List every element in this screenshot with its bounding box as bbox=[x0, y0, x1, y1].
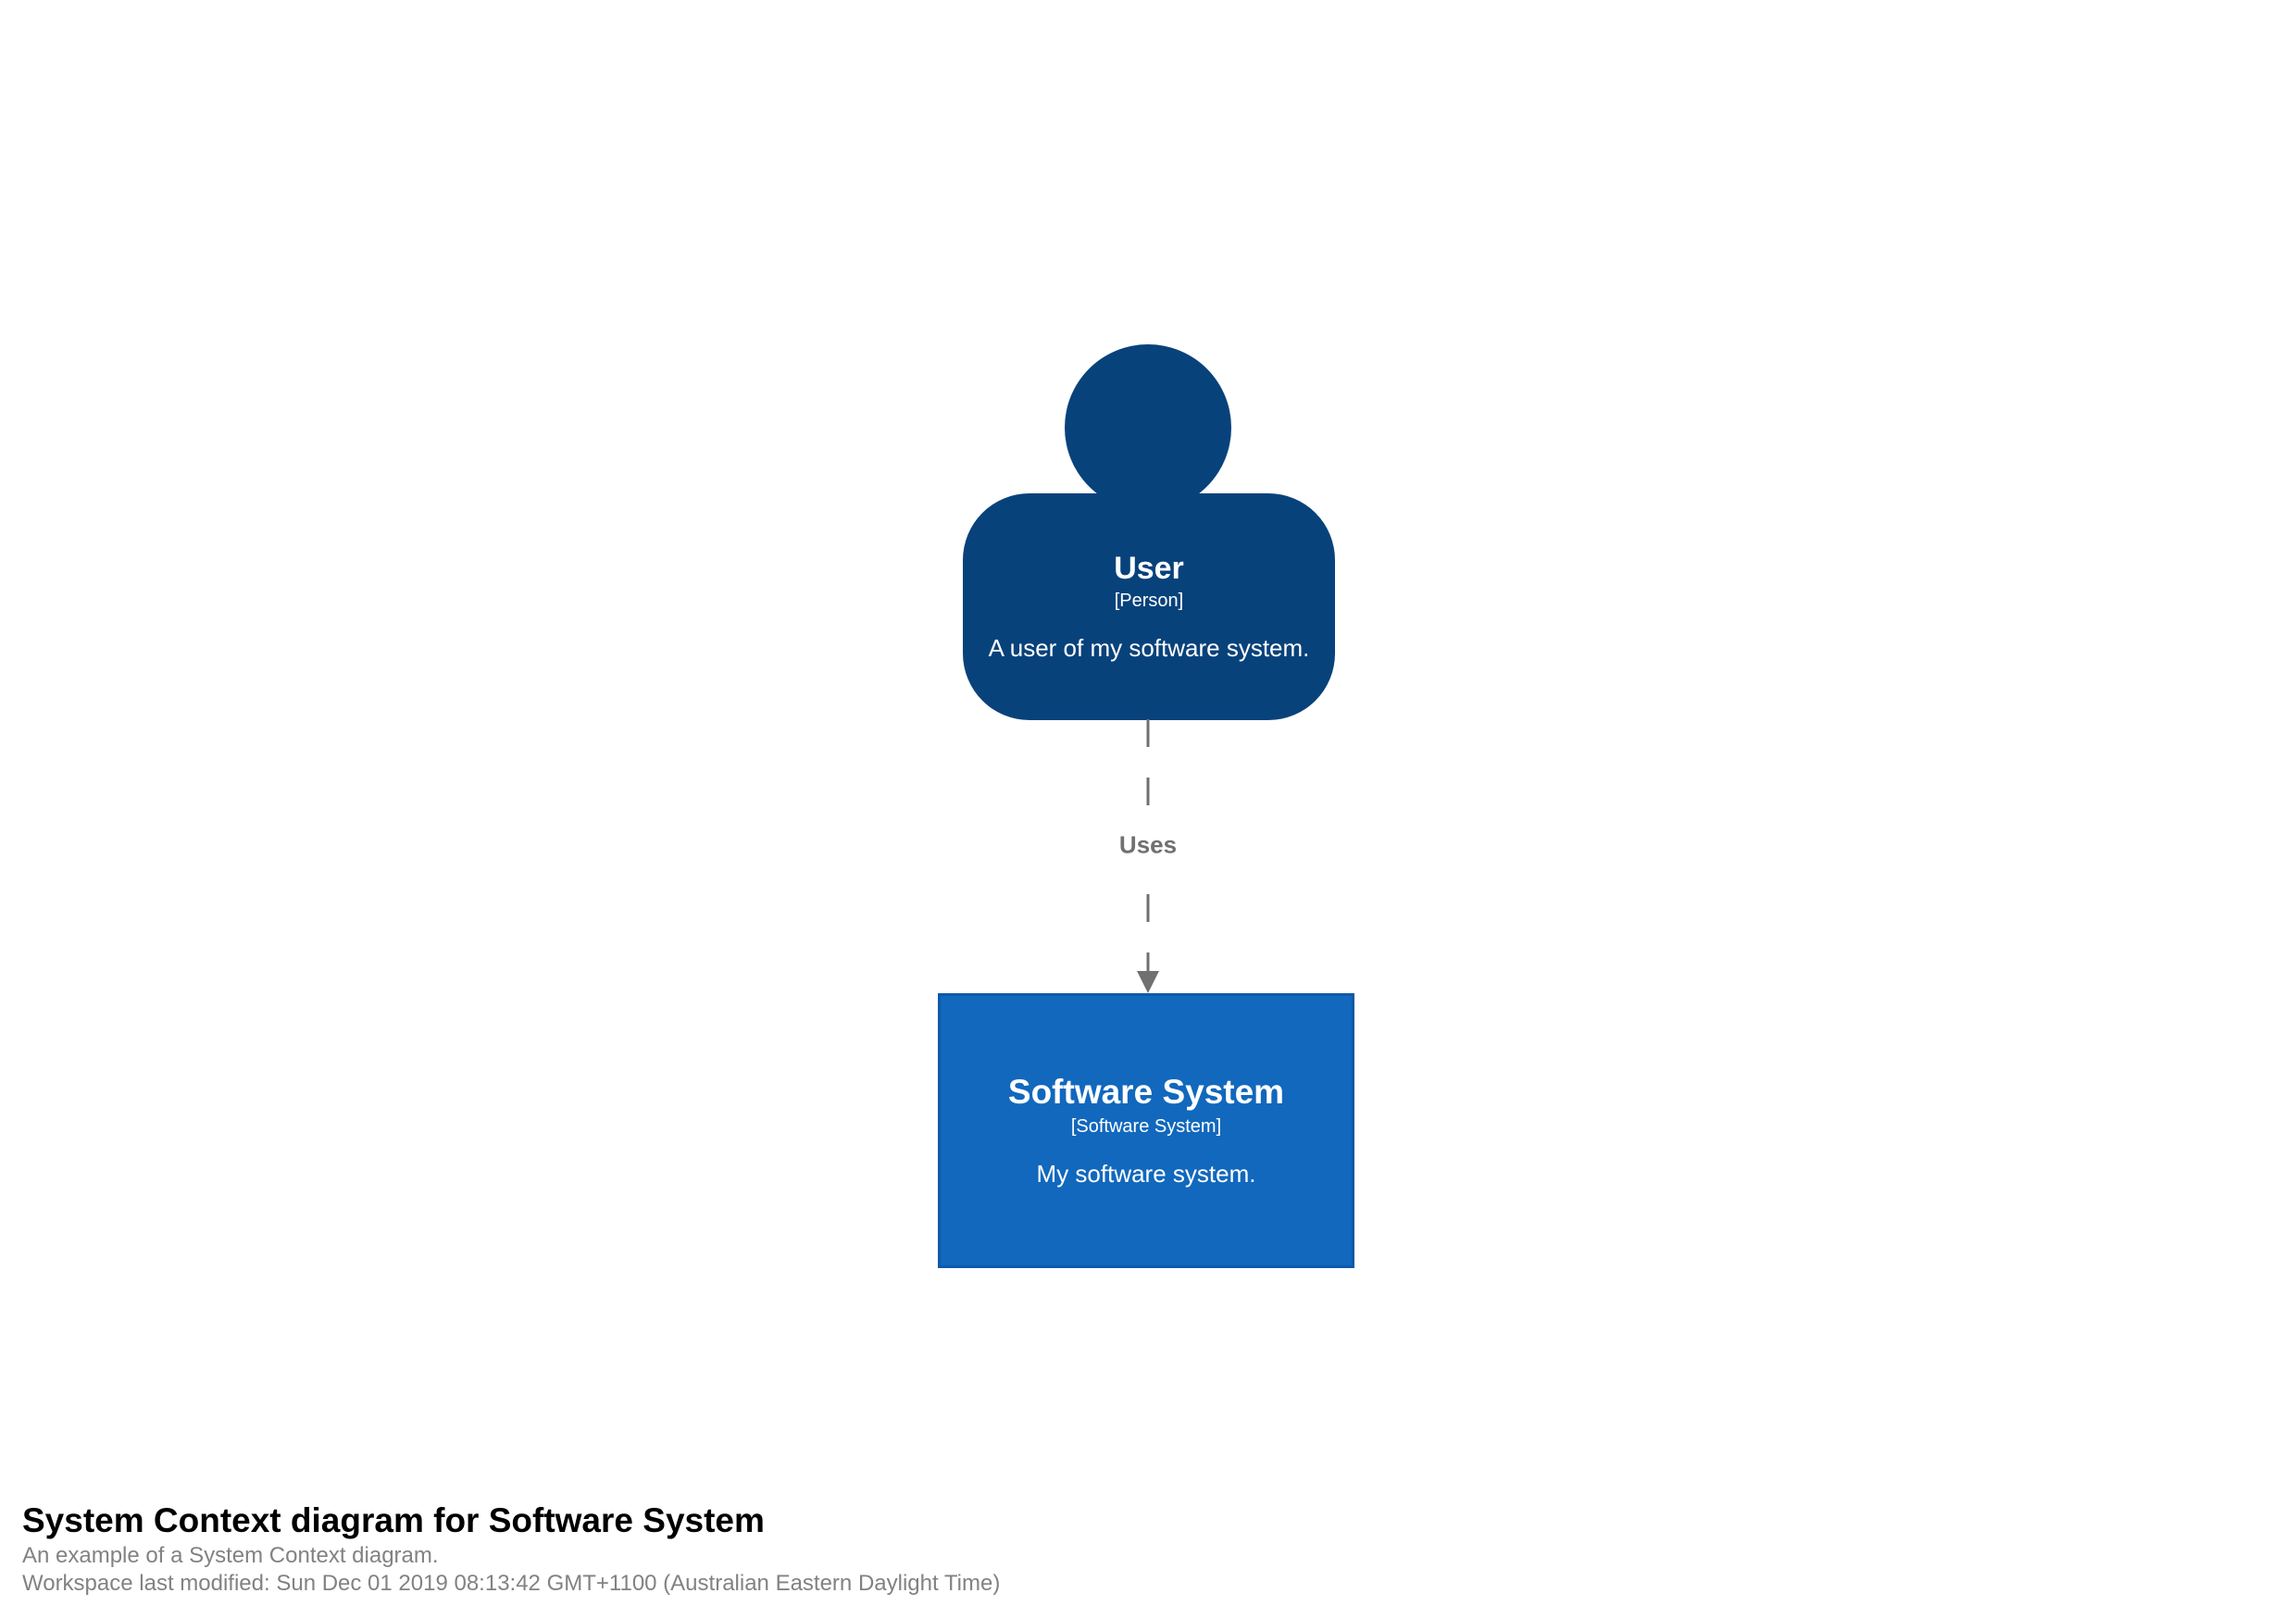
diagram-subtitle: An example of a System Context diagram. bbox=[22, 1543, 439, 1568]
person-name: User bbox=[1114, 550, 1184, 586]
system-name: Software System bbox=[1007, 1072, 1285, 1111]
workspace-last-modified: Workspace last modified: Sun Dec 01 2019… bbox=[22, 1571, 1001, 1596]
diagram-title: System Context diagram for Software Syst… bbox=[22, 1501, 765, 1539]
person-head bbox=[1065, 344, 1231, 511]
person-meta: [Person] bbox=[1114, 590, 1184, 611]
system-description: My software system. bbox=[1036, 1159, 1256, 1188]
software-system-element[interactable]: Software System [Software System] My sof… bbox=[938, 993, 1354, 1268]
person-description: A user of my software system. bbox=[988, 633, 1310, 662]
system-meta: [Software System] bbox=[1070, 1115, 1222, 1137]
relationship-label[interactable]: Uses bbox=[1107, 817, 1189, 873]
person-element-user[interactable]: User [Person] A user of my software syst… bbox=[963, 344, 1335, 720]
person-body: User [Person] A user of my software syst… bbox=[963, 493, 1335, 720]
diagram-footer: System Context diagram for Software Syst… bbox=[22, 1500, 1000, 1598]
arrowhead-icon bbox=[1137, 971, 1159, 993]
